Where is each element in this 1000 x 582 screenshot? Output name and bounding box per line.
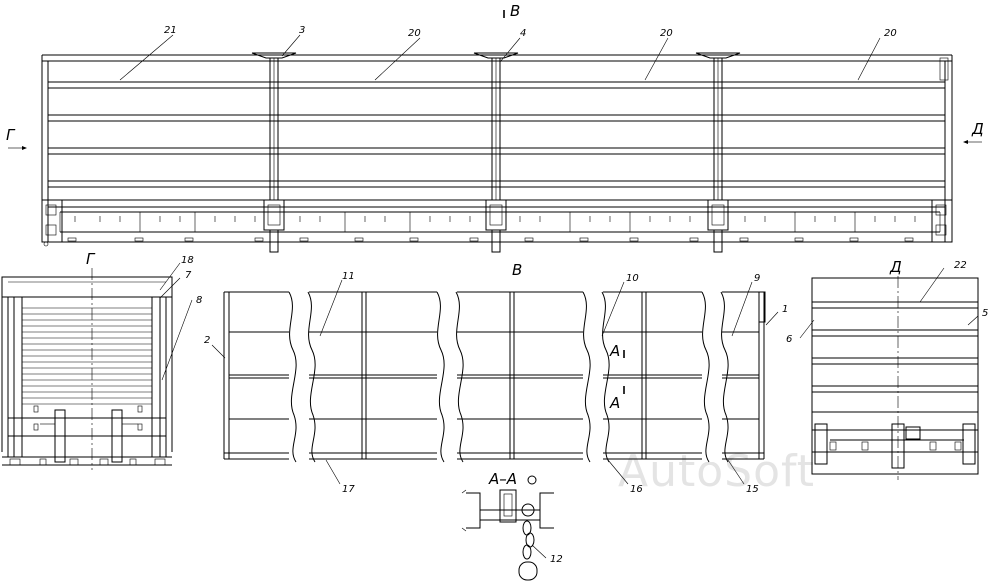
callout-20c: 20: [884, 28, 897, 39]
rear-view-title: Д: [889, 258, 902, 276]
front-view: Г: [1, 250, 173, 470]
top-view: В А А: [223, 261, 766, 463]
callout-3: 3: [299, 25, 305, 36]
view-label-v: В: [510, 2, 520, 20]
callout-8: 8: [196, 295, 202, 306]
callout-11: 11: [342, 271, 355, 282]
section-a-a-title: А–А: [488, 470, 517, 488]
stake-post-1: [251, 52, 297, 253]
callout-16: 16: [630, 484, 643, 495]
callout-1: 1: [782, 304, 788, 315]
callout-20b: 20: [660, 28, 673, 39]
callout-22: 22: [954, 260, 967, 271]
callout-9: 9: [754, 273, 760, 284]
callout-17: 17: [342, 484, 355, 495]
side-view: В Г Д: [6, 2, 984, 253]
view-label-d-marker: Д: [971, 120, 984, 138]
stake-post-2: [473, 52, 519, 253]
callout-21: 21: [164, 25, 177, 36]
section-a-lower: А: [609, 394, 620, 412]
stake-post-3: [695, 52, 741, 253]
section-a-upper: А: [609, 342, 620, 360]
callout-2: 2: [204, 335, 210, 346]
section-a-a: А–А: [461, 470, 554, 581]
top-view-title: В: [512, 261, 522, 279]
callout-6: 6: [786, 334, 792, 345]
callout-7: 7: [185, 270, 192, 281]
callout-12: 12: [550, 554, 563, 565]
view-label-g-marker: Г: [6, 126, 16, 144]
leader-lines: [119, 34, 979, 559]
callout-15: 15: [746, 484, 759, 495]
callout-5: 5: [982, 308, 988, 319]
callouts: 21 3 20 4 20 20 18 7 8 11 10 9 1 2 22 5 …: [164, 25, 988, 565]
callout-4: 4: [520, 28, 526, 39]
front-view-title: Г: [86, 250, 96, 268]
callout-10: 10: [626, 273, 639, 284]
callout-18: 18: [181, 255, 194, 266]
callout-20a: 20: [408, 28, 421, 39]
rear-view: Д: [811, 258, 979, 480]
